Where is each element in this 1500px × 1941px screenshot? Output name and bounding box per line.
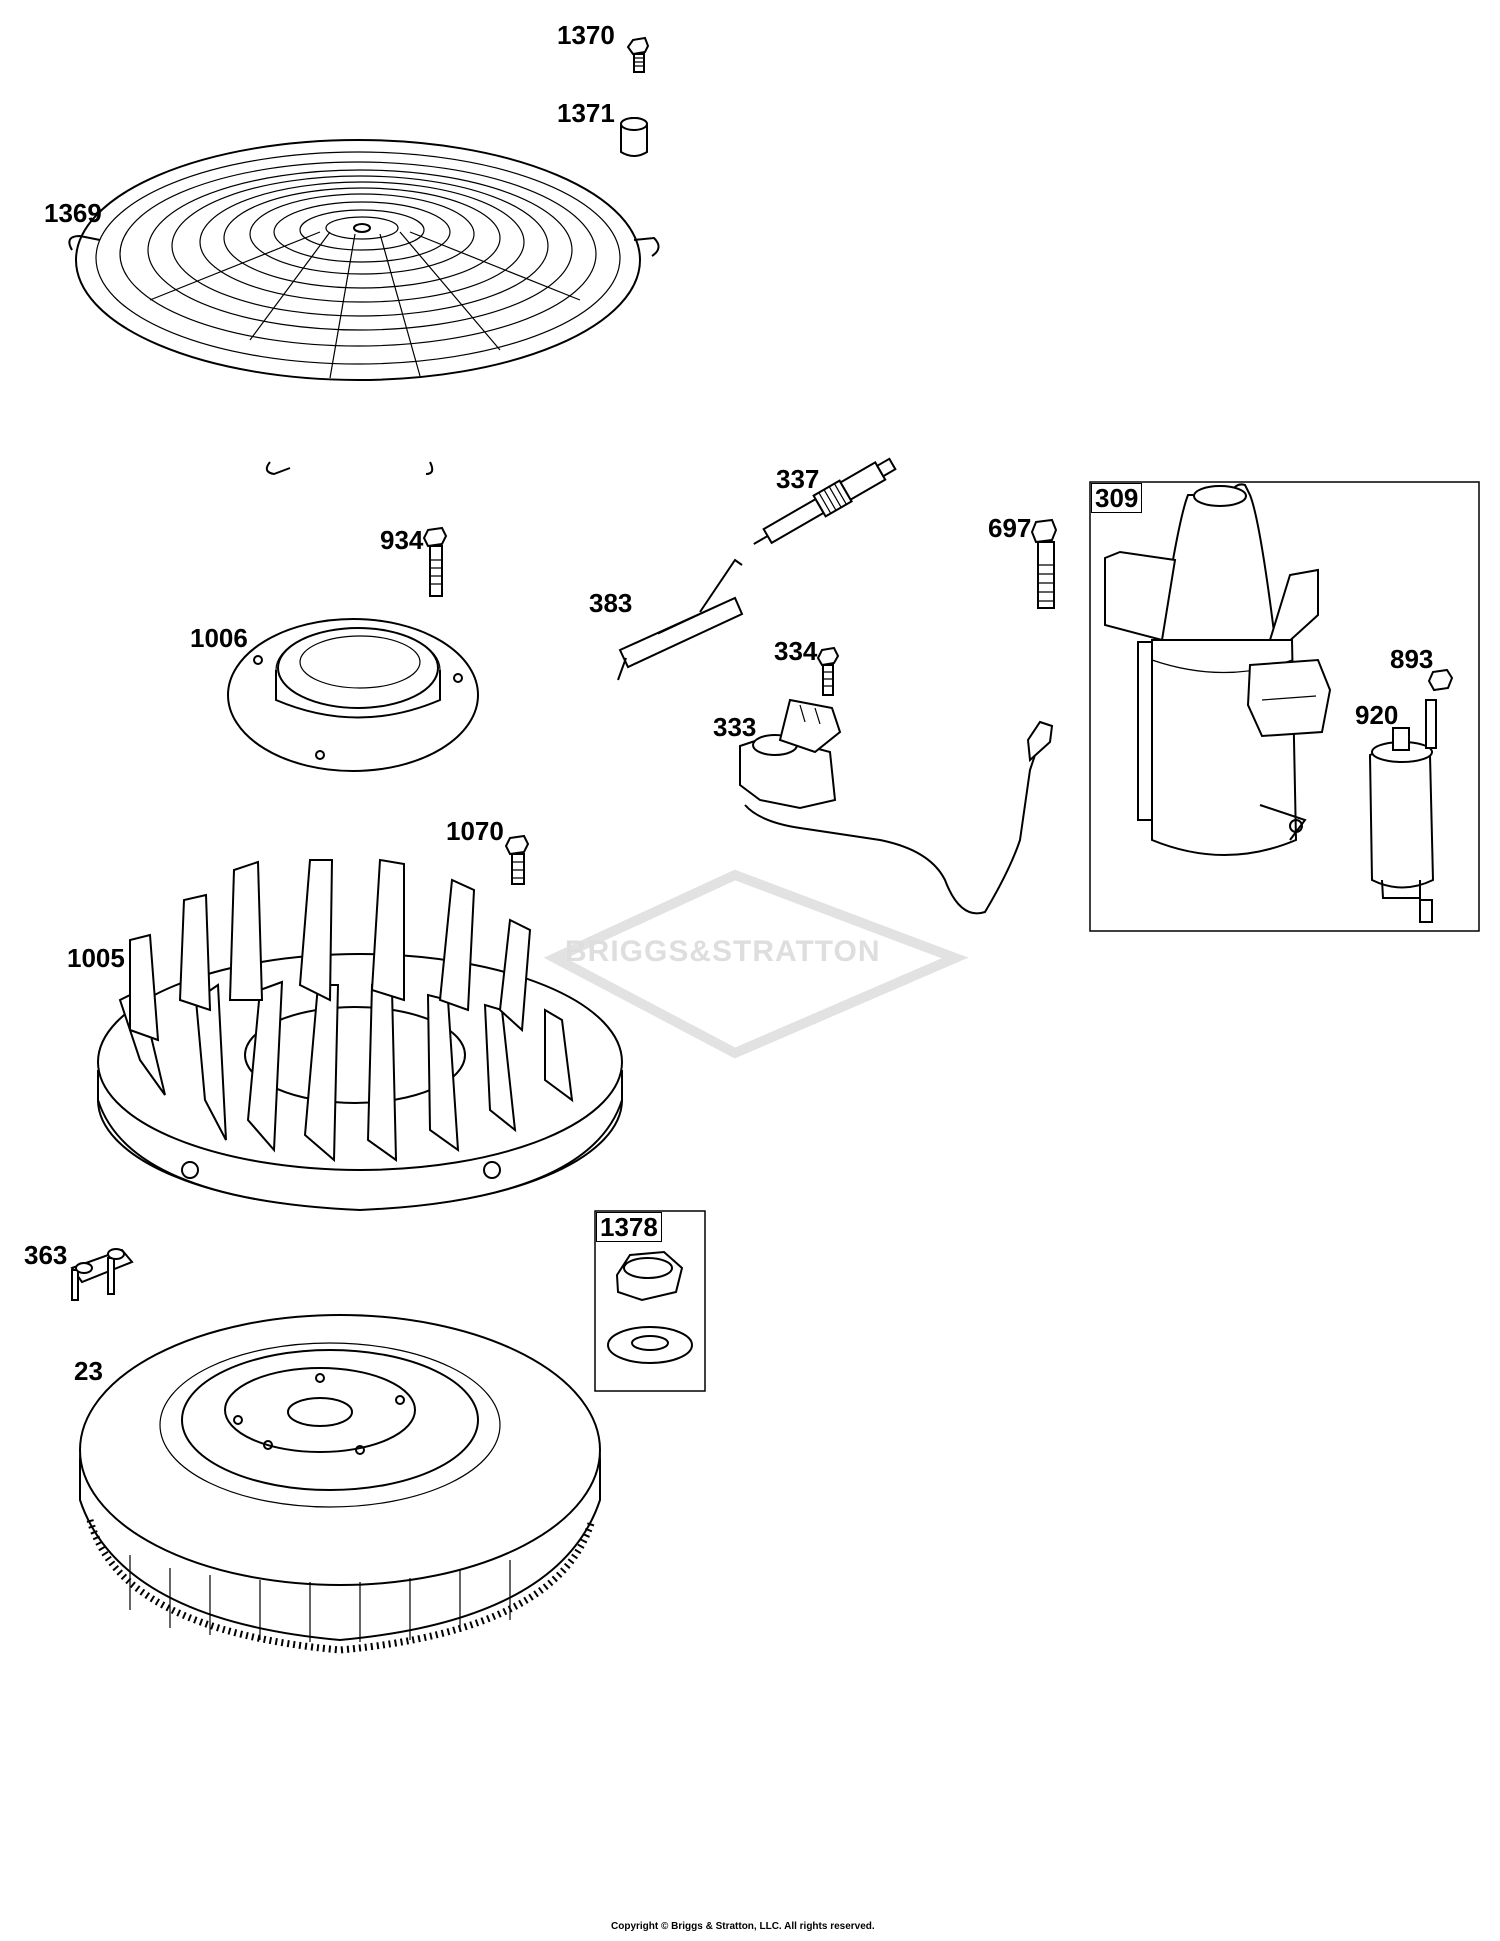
flywheel-23-drawing	[79, 1314, 601, 1654]
label-1370: 1370	[557, 20, 615, 50]
bolt-934-drawing	[422, 526, 448, 597]
label-697: 697	[988, 513, 1032, 543]
bolt-697-drawing	[1030, 518, 1058, 609]
label-333: 333	[713, 712, 757, 742]
armature-333-drawing	[739, 698, 1054, 915]
label-1070: 1070	[446, 816, 504, 846]
label-363: 363	[24, 1240, 68, 1270]
label-334: 334	[774, 636, 818, 666]
brand-watermark-text: BRIGGS&STRATTON	[565, 935, 881, 968]
screw-1370-drawing	[626, 36, 650, 73]
label-337: 337	[776, 464, 820, 494]
screw-334-drawing	[816, 646, 840, 696]
label-934: 934	[380, 525, 424, 555]
nut-1371-drawing	[620, 117, 648, 157]
brand-watermark-logo	[543, 869, 969, 1059]
fan-1005-drawing	[97, 858, 623, 1212]
label-1006: 1006	[190, 623, 248, 653]
label-383: 383	[589, 588, 633, 618]
magnet-363-drawing	[70, 1248, 134, 1301]
screw-1070-drawing	[504, 834, 530, 885]
label-1005: 1005	[67, 943, 125, 973]
spark-plug-337-drawing	[753, 457, 897, 545]
grille-1369-drawing	[68, 139, 660, 476]
label-1369: 1369	[44, 198, 102, 228]
copyright-notice: Copyright © Briggs & Stratton, LLC. All …	[611, 1921, 875, 1932]
label-920: 920	[1355, 700, 1399, 730]
label-1378: 1378	[596, 1212, 662, 1242]
switch-383-drawing	[617, 558, 744, 681]
label-309: 309	[1091, 483, 1143, 513]
label-893: 893	[1390, 644, 1434, 674]
plate-1006-drawing	[227, 618, 479, 772]
starter-motor-309-drawing	[1089, 481, 1480, 932]
label-1371: 1371	[557, 98, 615, 128]
label-23: 23	[74, 1356, 103, 1386]
